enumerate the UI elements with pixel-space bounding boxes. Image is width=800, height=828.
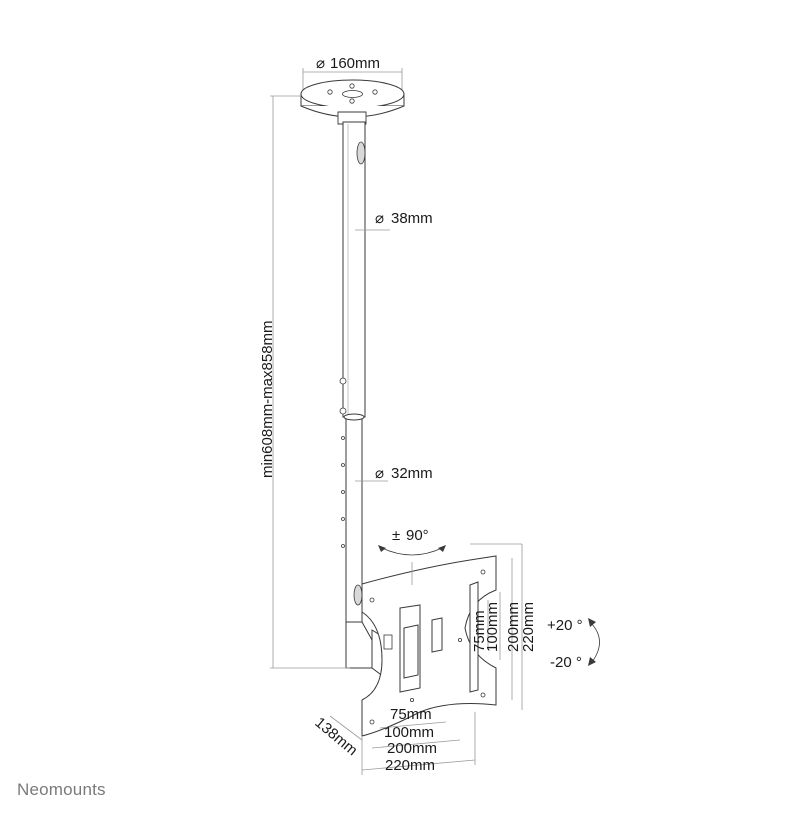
vesa-horizontal-220: 220mm (385, 757, 435, 774)
vesa-vertical-200: 200mm (505, 602, 522, 652)
tilt-down-text: -20 ° (550, 654, 582, 671)
tilt-up-text: +20 ° (547, 617, 583, 634)
plate-diameter-text: 160mm (330, 55, 380, 72)
dimension-lines (270, 95, 600, 775)
lower-tube-diameter-label: ⌀ 32mm (375, 465, 433, 482)
vesa-horizontal-100: 100mm (384, 724, 434, 741)
diameter-symbol: ⌀ (375, 210, 384, 227)
upper-tube (339, 121, 366, 418)
height-range-text: min608mm-max858mm (259, 320, 276, 478)
lower-tube-diameter-text: 32mm (391, 465, 433, 482)
upper-tube-diameter-text: 38mm (391, 210, 433, 227)
diameter-symbol: ⌀ (375, 465, 384, 482)
vesa-vertical-75: 75mm (471, 610, 488, 652)
vesa-vertical-220: 220mm (520, 602, 537, 652)
plate-diameter-label: ⌀ 160mm (316, 55, 380, 72)
vesa-horizontal-75: 75mm (390, 706, 432, 723)
swivel-label: ± 90° (392, 527, 429, 544)
plus-minus-symbol: ± (392, 527, 400, 544)
vesa-vertical-100: 100mm (484, 602, 501, 652)
vesa-horizontal-200: 200mm (387, 740, 437, 757)
brand-logo: Neomounts (17, 780, 106, 799)
lower-tube (341, 413, 365, 623)
vesa-plate (361, 555, 497, 737)
swivel-text: 90° (406, 527, 429, 544)
ceiling-plate (300, 68, 405, 125)
diameter-symbol: ⌀ (316, 55, 325, 72)
upper-tube-diameter-label: ⌀ 38mm (375, 210, 433, 227)
